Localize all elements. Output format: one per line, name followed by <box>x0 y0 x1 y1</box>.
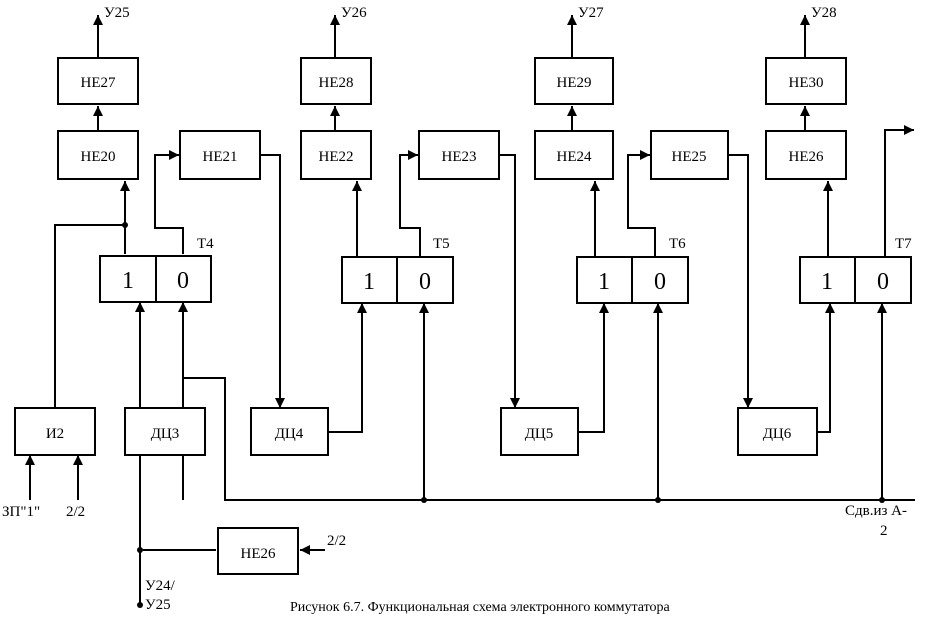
trigger-t6-one: 1 <box>598 269 610 295</box>
counter-dc4: ДЦ4 <box>250 407 329 456</box>
inverter-ne29: НЕ29 <box>534 57 614 105</box>
inverter-ne25-label: НЕ25 <box>672 149 707 165</box>
input-label-half-a: 2/2 <box>66 504 85 520</box>
inverter-ne21-label: НЕ21 <box>203 149 238 165</box>
input-label-shift: Сдв.из А- <box>845 503 907 519</box>
inverter-ne28: НЕ28 <box>300 57 372 105</box>
wire-dc4-t5 <box>328 303 367 433</box>
junction-dot <box>137 602 143 608</box>
inverter-ne23: НЕ23 <box>418 130 500 180</box>
counter-dc6: ДЦ6 <box>737 407 818 456</box>
counter-dc4-label: ДЦ4 <box>275 426 304 442</box>
trigger-t6: 1 0 Т6 <box>576 236 689 304</box>
inverter-ne23-label: НЕ23 <box>442 149 477 165</box>
output-label-u27: У27 <box>578 5 604 21</box>
inverter-ne30-label: НЕ30 <box>789 75 824 91</box>
wire-ne23-dc5 <box>499 154 520 408</box>
trigger-t5: 1 0 Т5 <box>341 236 454 304</box>
inverter-ne27: НЕ27 <box>57 57 139 105</box>
inverter-ne28-label: НЕ28 <box>319 75 354 91</box>
trigger-t7-label: Т7 <box>895 236 912 252</box>
wire-and-feedback <box>54 224 125 408</box>
inverter-ne20-label: НЕ20 <box>81 149 116 165</box>
inverter-ne29-label: НЕ29 <box>557 75 592 91</box>
trigger-t5-label: Т5 <box>433 236 450 252</box>
trigger-t6-label: Т6 <box>669 236 686 252</box>
inverter-ne30: НЕ30 <box>765 57 847 105</box>
junction-dot <box>421 497 427 503</box>
and-gate-i2: И2 <box>14 407 96 456</box>
inverter-ne27-label: НЕ27 <box>81 75 116 91</box>
inverter-ne26-bottom-label: НЕ26 <box>241 546 276 562</box>
output-label-u26: У26 <box>341 5 367 21</box>
counter-dc5-label: ДЦ5 <box>525 426 554 442</box>
and-gate-i2-label: И2 <box>46 426 64 442</box>
input-label-shift-2: 2 <box>880 523 888 539</box>
trigger-t7: 1 0 Т7 <box>799 236 912 304</box>
inverter-ne24-label: НЕ24 <box>557 149 592 165</box>
trigger-t6-zero: 0 <box>654 269 666 295</box>
input-label-y24: У24/ <box>145 578 176 594</box>
counter-dc5: ДЦ5 <box>500 407 579 456</box>
inverter-ne26: НЕ26 <box>765 130 847 180</box>
output-label-u25: У25 <box>104 5 130 21</box>
trigger-t7-zero: 0 <box>877 269 889 295</box>
counter-dc6-label: ДЦ6 <box>763 426 792 442</box>
trigger-t4: 1 0 Т4 <box>99 236 214 303</box>
inverter-ne22-label: НЕ22 <box>319 149 354 165</box>
inverter-ne21: НЕ21 <box>179 130 261 180</box>
inverter-ne26-bottom: НЕ26 <box>217 527 299 575</box>
inverter-ne25: НЕ25 <box>650 130 729 180</box>
input-label-y25: У25 <box>145 597 171 613</box>
trigger-t5-zero: 0 <box>419 269 431 295</box>
wire-t5-ne23 <box>399 150 421 256</box>
wire-t4-ne21 <box>154 150 184 254</box>
inverter-ne22: НЕ22 <box>300 130 372 180</box>
inverter-ne26-label: НЕ26 <box>789 149 824 165</box>
wire-dc6-t7 <box>817 303 835 433</box>
input-label-half-b: 2/2 <box>327 533 346 549</box>
trigger-t7-one: 1 <box>821 269 833 295</box>
junction-dot <box>137 547 143 553</box>
junction-dot <box>879 497 885 503</box>
wire-dc5-t6 <box>578 303 609 433</box>
counter-dc3: ДЦ3 <box>124 407 206 456</box>
input-label-zp: ЗП"1" <box>2 504 40 520</box>
wire-t6-ne25 <box>627 150 656 256</box>
trigger-t5-one: 1 <box>363 269 375 295</box>
output-label-u28: У28 <box>811 5 837 21</box>
figure-caption: Рисунок 6.7. Функциональная схема электр… <box>290 600 671 615</box>
wire-ne21-dc4 <box>260 154 285 408</box>
wire-shift-bus <box>182 328 915 501</box>
trigger-t4-zero: 0 <box>177 268 189 294</box>
trigger-t4-label: Т4 <box>197 236 214 252</box>
trigger-t4-one: 1 <box>122 268 134 294</box>
counter-dc3-label: ДЦ3 <box>151 426 180 442</box>
junction-dot <box>655 497 661 503</box>
wire-ne25-dc6 <box>728 154 753 408</box>
inverter-ne24: НЕ24 <box>534 130 614 180</box>
wire-t7-out <box>884 125 914 256</box>
inverter-ne20: НЕ20 <box>57 130 139 180</box>
